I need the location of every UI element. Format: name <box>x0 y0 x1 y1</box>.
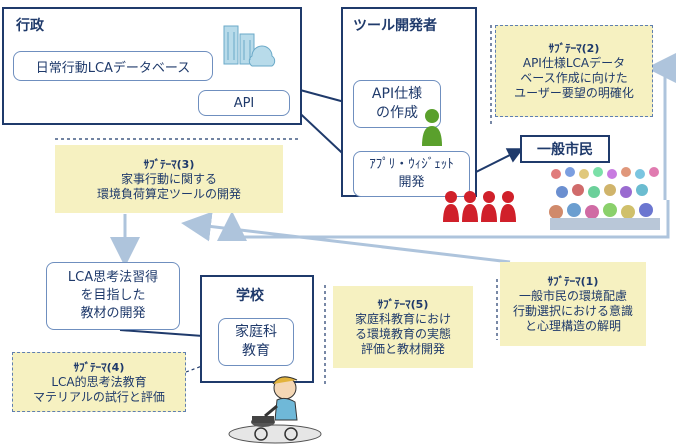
material-line3: 教材の開発 <box>80 306 146 321</box>
citizens-title: 一般市民 <box>537 142 593 158</box>
db-label: 日常行動LCAデータベース <box>35 60 191 76</box>
home-ec-box: 家庭科 教育 <box>218 318 294 366</box>
subtheme-5-title: ｻﾌﾞﾃｰﾏ(5) <box>377 298 429 311</box>
subtheme-5-line1: 家庭科教育におけ <box>354 312 451 326</box>
app-line1: ｱﾌﾟﾘ・ｳｨｼﾞｪｯﾄ <box>369 157 454 172</box>
dashed-st4 <box>185 356 227 373</box>
users-person-icons <box>442 190 522 224</box>
home-ec-line2: 教育 <box>242 343 270 359</box>
subtheme-1-note: ｻﾌﾞﾃｰﾏ(1) 一般市民の環境配慮 行動選択における意識 と心理構造の解明 <box>500 262 646 346</box>
api-label: API <box>233 95 255 111</box>
subtheme-4-note: ｻﾌﾞﾃｰﾏ(4) LCA的思考法教育 マテリアルの試行と評価 <box>12 352 186 412</box>
subtheme-4-line2: マテリアルの試行と評価 <box>33 389 165 404</box>
subtheme-2-title: ｻﾌﾞﾃｰﾏ(2) <box>548 42 600 55</box>
subtheme-1-line1: 一般市民の環境配慮 <box>518 289 627 303</box>
arrow-app-to-citizens <box>469 148 524 176</box>
arrow-st1-to-st3 <box>181 211 511 264</box>
subtheme-2-line1: API仕様LCAデータ <box>522 56 626 70</box>
home-ec-line1: 家庭科 <box>235 324 277 340</box>
material-line1: LCA思考法習得 <box>67 270 159 285</box>
school-title: 学校 <box>236 288 264 304</box>
gov-title: 行政 <box>16 18 44 34</box>
subtheme-3-title: ｻﾌﾞﾃｰﾏ(3) <box>143 157 195 171</box>
building-icon <box>218 20 278 68</box>
cooking-person-illustration <box>225 372 325 444</box>
api-spec-line1: API仕様 <box>371 86 423 102</box>
subtheme-2-note: ｻﾌﾞﾃｰﾏ(2) API仕様LCAデータ ベース作成に向けた ユーザー要望の明… <box>495 25 653 117</box>
subtheme-3-line2: 環境負荷算定ツールの開発 <box>96 186 241 201</box>
crowd-icon <box>548 166 666 232</box>
material-line2: を目指した <box>80 288 146 303</box>
api-spec-line2: の作成 <box>376 105 418 121</box>
arrow-crowd-to-st2 <box>646 53 676 200</box>
subtheme-4-line1: LCA的思考法教育 <box>51 374 147 389</box>
subtheme-1-line2: 行動選択における意識 <box>512 304 633 318</box>
api-box: API <box>198 90 290 116</box>
db-box: 日常行動LCAデータベース <box>13 51 213 81</box>
subtheme-1-title: ｻﾌﾞﾃｰﾏ(1) <box>547 275 599 288</box>
app-line2: 開発 <box>398 175 425 190</box>
developer-person-icon <box>420 108 444 148</box>
app-box: ｱﾌﾟﾘ・ｳｨｼﾞｪｯﾄ 開発 <box>353 151 470 197</box>
subtheme-5-line3: 評価と教材開発 <box>360 342 445 356</box>
subtheme-3-note: ｻﾌﾞﾃｰﾏ(3) 家事行動に関する 環境負荷算定ツールの開発 <box>55 145 283 213</box>
dev-title: ツール開発者 <box>353 18 437 34</box>
material-box: LCA思考法習得 を目指した 教材の開発 <box>46 262 180 330</box>
subtheme-4-title: ｻﾌﾞﾃｰﾏ(4) <box>73 360 125 374</box>
subtheme-2-line3: ユーザー要望の明確化 <box>514 86 634 100</box>
citizens-box: 一般市民 <box>520 135 610 163</box>
subtheme-1-line3: と心理構造の解明 <box>524 319 621 333</box>
subtheme-5-line2: る環境教育の実態 <box>354 327 451 341</box>
subtheme-5-note: ｻﾌﾞﾃｰﾏ(5) 家庭科教育におけ る環境教育の実態 評価と教材開発 <box>333 286 473 368</box>
subtheme-3-line1: 家事行動に関する <box>120 171 217 186</box>
subtheme-2-line2: ベース作成に向けた <box>520 71 628 85</box>
